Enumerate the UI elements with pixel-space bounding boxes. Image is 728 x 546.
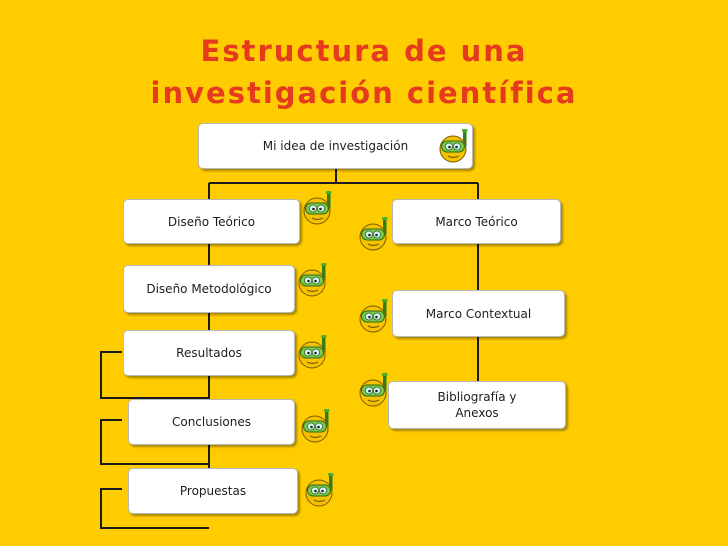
node-conclusiones: Conclusiones bbox=[128, 399, 295, 445]
node-label: Diseño Teórico bbox=[167, 214, 256, 229]
node-bibliografia-y-anexos: Bibliografía y Anexos bbox=[388, 381, 566, 429]
node-label: Propuestas bbox=[179, 484, 247, 498]
snorkel-mascot-icon bbox=[302, 190, 336, 226]
node-marco-teorico: Marco Teórico bbox=[392, 199, 561, 244]
node-diseno-metodologico: Diseño Metodológico bbox=[123, 265, 295, 313]
node-label: Conclusiones bbox=[171, 415, 252, 429]
node-mi-idea-de-investigacion: Mi idea de investigación bbox=[198, 123, 473, 169]
node-diseno-teorico: Diseño Teórico bbox=[123, 199, 300, 244]
node-propuestas: Propuestas bbox=[128, 468, 298, 514]
snorkel-mascot-icon bbox=[358, 298, 392, 334]
snorkel-mascot-icon bbox=[304, 472, 338, 508]
node-label: Bibliografía y Anexos bbox=[437, 390, 517, 420]
node-label: Diseño Metodológico bbox=[146, 282, 272, 296]
node-label: Resultados bbox=[176, 346, 242, 360]
snorkel-mascot-icon bbox=[297, 334, 331, 370]
snorkel-mascot-icon bbox=[300, 408, 334, 444]
snorkel-mascot-icon bbox=[358, 216, 392, 252]
node-label: Marco Teórico bbox=[435, 214, 518, 229]
node-marco-contextual: Marco Contextual bbox=[392, 290, 565, 337]
node-resultados: Resultados bbox=[123, 330, 295, 376]
snorkel-mascot-icon bbox=[358, 372, 392, 408]
snorkel-mascot-icon bbox=[297, 262, 331, 298]
node-label: Mi idea de investigación bbox=[262, 139, 409, 153]
node-label: Marco Contextual bbox=[425, 306, 532, 321]
page-title: Estructura de una investigación científi… bbox=[150, 34, 578, 110]
snorkel-mascot-icon bbox=[438, 128, 472, 164]
